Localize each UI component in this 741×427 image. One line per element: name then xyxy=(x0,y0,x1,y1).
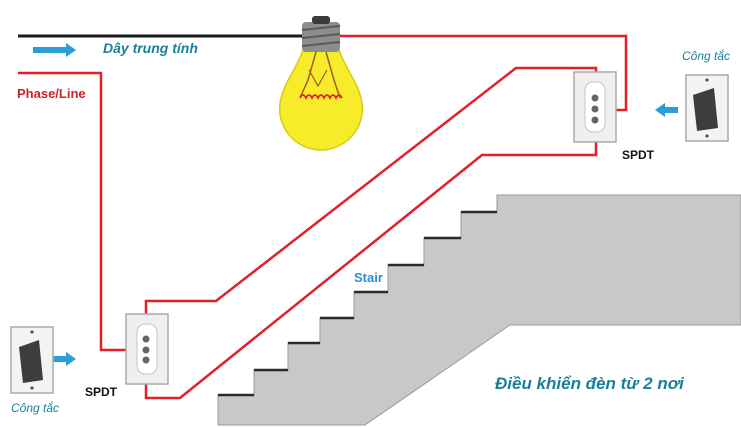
switch-label-right: Công tắc xyxy=(682,49,731,63)
phase-line-label: Phase/Line xyxy=(17,86,86,101)
spdt-label-left: SPDT xyxy=(85,385,118,399)
switch-label-left: Công tắc xyxy=(11,401,60,415)
spdt-label-right: SPDT xyxy=(622,148,655,162)
spdt-box-right xyxy=(573,71,617,143)
bulb-icon xyxy=(279,16,363,151)
neutral-wire-label: Dây trung tính xyxy=(103,40,198,56)
switch-icon xyxy=(685,74,729,142)
diagram-caption: Điều khiển đèn từ 2 nơi xyxy=(495,374,684,393)
spdt-box-left xyxy=(125,313,169,385)
arrow-left-icon xyxy=(655,103,678,117)
phase-line-wire xyxy=(18,71,146,352)
stair-step-edges xyxy=(218,210,497,397)
switch-icon xyxy=(10,326,54,394)
arrow-right-icon xyxy=(53,352,76,366)
arrow-right-icon xyxy=(33,43,76,57)
traveler-wire-lower xyxy=(144,120,598,400)
stair-label: Stair xyxy=(354,270,383,285)
